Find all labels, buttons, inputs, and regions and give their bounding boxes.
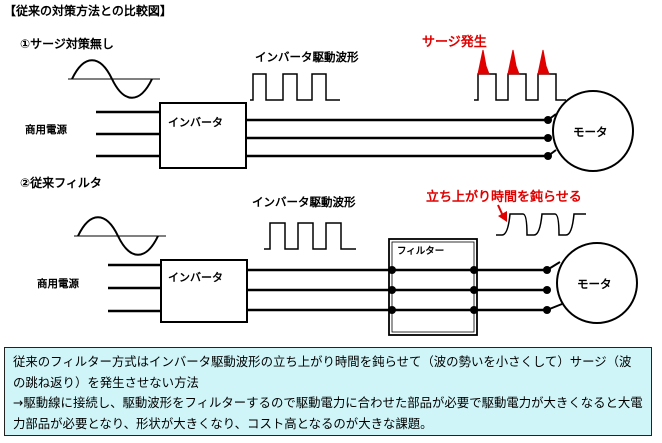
inverter-label-2: インバータ <box>168 271 223 284</box>
smoothed-waveform <box>496 213 586 236</box>
section1-heading: ①サージ対策無し <box>20 36 114 51</box>
filter-label: フィルター <box>397 245 444 257</box>
note-line-1: 従来のフィルター方式はインバータ駆動波形の立ち上がり時間を鈍らせて（波の勢いを小… <box>13 354 632 390</box>
filter-tap-e <box>470 286 478 294</box>
section2-heading: ②従来フィルタ <box>20 175 102 190</box>
motor-1-terminal-b <box>544 134 552 142</box>
surge-spike-3 <box>537 49 550 75</box>
motor-circle-1 <box>552 90 634 172</box>
source-label-1: 商用電源 <box>25 123 67 136</box>
inverter-waveform-label-1: インバータ駆動波形 <box>255 50 359 64</box>
motor-2-terminal-b <box>543 286 551 294</box>
motor-2-terminal-a <box>543 266 551 274</box>
diagram-title: 【従来の対策方法との比較図】 <box>4 3 172 18</box>
filter-tap-f <box>470 306 478 314</box>
motor-label-2: モータ <box>577 277 612 291</box>
filter-tap-a <box>388 266 396 274</box>
motor-1-terminal-c <box>544 152 552 160</box>
note-line-2: →駆動線に接続し、駆動波形をフィルターするので駆動電力に合わせた部品が必要で駆動… <box>13 395 643 431</box>
source-label-2: 商用電源 <box>37 277 79 290</box>
motor-2-terminal-c <box>543 306 551 314</box>
surge-spike-2 <box>507 49 520 75</box>
inverter-box-2 <box>160 259 248 323</box>
rise-time-label: 立ち上がり時間を鈍らせる <box>426 189 582 205</box>
filter-box <box>388 238 478 336</box>
inverter-waveform-label-2: インバータ駆動波形 <box>252 195 356 209</box>
filter-tap-d <box>470 266 478 274</box>
motor-circle-2 <box>556 242 638 324</box>
inverter-label-1: インバータ <box>168 116 223 129</box>
surge-waveform <box>474 73 566 101</box>
motor-1-terminal-a <box>544 116 552 124</box>
rise-time-arrow-head <box>498 211 507 222</box>
motor-label-1: モータ <box>573 125 608 139</box>
square-wave-1 <box>250 73 340 101</box>
explanation-note: 従来のフィルター方式はインバータ駆動波形の立ち上がり時間を鈍らせて（波の勢いを小… <box>4 347 652 436</box>
square-wave-2 <box>264 222 356 250</box>
surge-label: サージ発生 <box>422 34 487 50</box>
filter-tap-b <box>388 286 396 294</box>
filter-tap-c <box>388 306 396 314</box>
surge-spike-1 <box>477 49 490 75</box>
inverter-box-1 <box>159 102 247 169</box>
